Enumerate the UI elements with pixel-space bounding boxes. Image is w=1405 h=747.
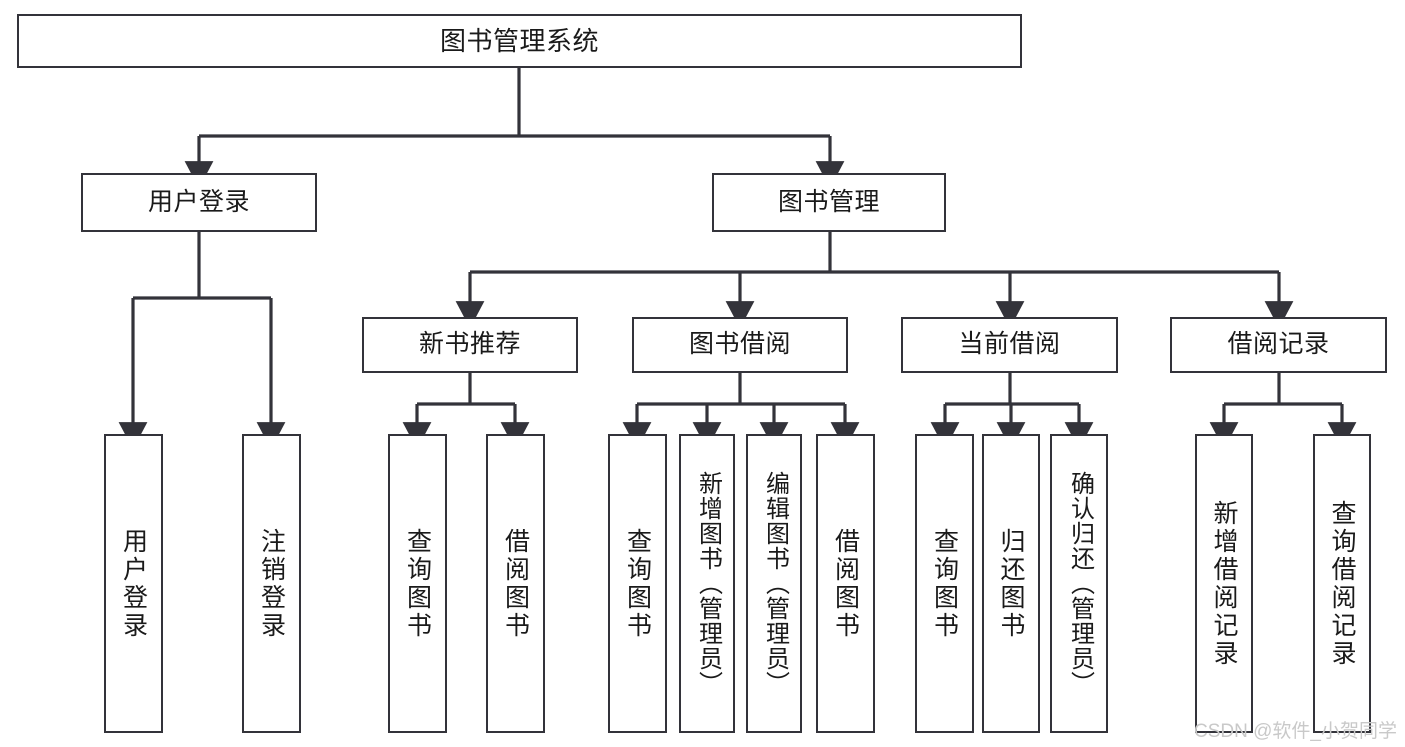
node-label: 编辑图书（管理员） xyxy=(761,471,789,696)
node-leaf-query-book-recommend[interactable]: 查询图书 xyxy=(388,434,447,733)
node-label: 用户登录 xyxy=(119,527,148,640)
node-label: 当前借阅 xyxy=(958,330,1061,359)
node-leaf-confirm-return[interactable]: 确认归还（管理员） xyxy=(1050,434,1108,733)
node-new-book-recommend[interactable]: 新书推荐 xyxy=(362,317,578,373)
node-root-system[interactable]: 图书管理系统 xyxy=(17,14,1022,68)
node-leaf-borrow-book-recommend[interactable]: 借阅图书 xyxy=(486,434,545,733)
node-leaf-logout[interactable]: 注销登录 xyxy=(242,434,301,733)
node-label: 查询借阅记录 xyxy=(1328,499,1356,668)
node-book-manage[interactable]: 图书管理 xyxy=(712,173,946,232)
node-leaf-query-borrow-record[interactable]: 查询借阅记录 xyxy=(1313,434,1371,733)
node-label: 新书推荐 xyxy=(418,330,521,359)
node-user-login[interactable]: 用户登录 xyxy=(81,173,317,232)
node-leaf-return-book[interactable]: 归还图书 xyxy=(982,434,1040,733)
node-label: 注销登录 xyxy=(257,527,286,640)
node-label: 图书管理系统 xyxy=(439,25,599,56)
node-label: 用户登录 xyxy=(147,187,250,216)
node-label: 图书管理 xyxy=(777,187,880,216)
node-label: 确认归还（管理员） xyxy=(1066,471,1094,696)
node-leaf-borrow-book[interactable]: 借阅图书 xyxy=(816,434,875,733)
node-label: 图书借阅 xyxy=(688,330,791,359)
node-label: 借阅图书 xyxy=(831,527,860,640)
node-label: 查询图书 xyxy=(623,527,652,640)
node-label: 新增图书（管理员） xyxy=(694,471,722,696)
node-book-borrow[interactable]: 图书借阅 xyxy=(632,317,848,373)
node-label: 查询图书 xyxy=(403,527,432,640)
node-leaf-query-book-borrow[interactable]: 查询图书 xyxy=(608,434,667,733)
node-label: 借阅图书 xyxy=(501,527,530,640)
node-label: 查询图书 xyxy=(930,527,959,640)
node-label: 新增借阅记录 xyxy=(1210,499,1238,668)
node-leaf-add-borrow-record[interactable]: 新增借阅记录 xyxy=(1195,434,1253,733)
node-label: 归还图书 xyxy=(997,527,1025,640)
node-leaf-edit-book[interactable]: 编辑图书（管理员） xyxy=(746,434,802,733)
node-leaf-query-book-current[interactable]: 查询图书 xyxy=(915,434,974,733)
watermark-text: CSDN @软件_小贺同学 xyxy=(1194,721,1397,742)
node-leaf-user-login[interactable]: 用户登录 xyxy=(104,434,163,733)
node-leaf-add-book[interactable]: 新增图书（管理员） xyxy=(679,434,735,733)
node-borrow-record[interactable]: 借阅记录 xyxy=(1170,317,1387,373)
node-label: 借阅记录 xyxy=(1227,330,1330,359)
node-current-borrow[interactable]: 当前借阅 xyxy=(901,317,1118,373)
